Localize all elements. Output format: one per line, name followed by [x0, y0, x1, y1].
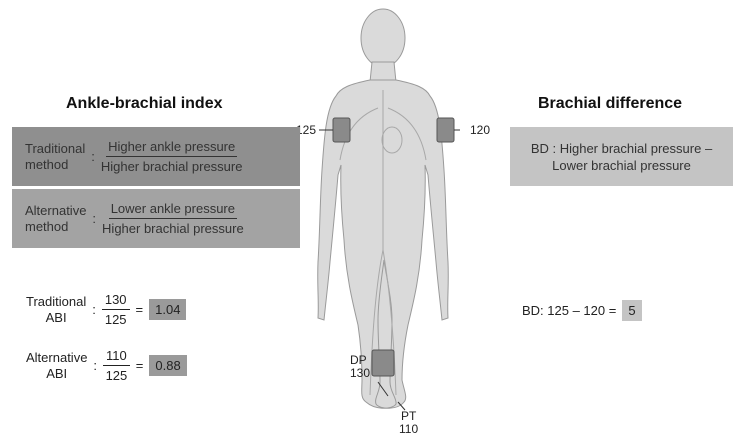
alternative-abi-calc: Alternative ABI : 110 125 = 0.88	[26, 348, 187, 383]
bd-definition: BD : Higher brachial pressure – Lower br…	[531, 140, 712, 174]
bd-result: 5	[622, 300, 641, 321]
traditional-method-label: Traditional method	[25, 141, 85, 173]
denominator: 125	[106, 366, 128, 383]
traditional-abi-result: 1.04	[149, 299, 186, 320]
numerator: 130	[102, 292, 130, 310]
bd-definition-box: BD : Higher brachial pressure – Lower br…	[510, 127, 733, 186]
right-arm-cuff	[437, 118, 454, 142]
alternative-method-label: Alternative method	[25, 203, 86, 235]
colon: :	[91, 149, 95, 164]
pt-value: 110	[399, 423, 418, 436]
dp-value: 130	[350, 367, 370, 380]
numerator: Higher ankle pressure	[106, 139, 237, 157]
colon: :	[92, 302, 96, 317]
denominator: Higher brachial pressure	[102, 219, 244, 236]
numerator: Lower ankle pressure	[109, 201, 237, 219]
left-arm-cuff	[333, 118, 350, 142]
equals-sign: =	[136, 302, 144, 317]
alternative-abi-label: Alternative ABI	[26, 350, 87, 382]
traditional-abi-label: Traditional ABI	[26, 294, 86, 326]
figure-neck	[370, 62, 396, 82]
alternative-abi-fraction: 110 125	[103, 348, 130, 383]
bd-heading: Brachial difference	[538, 95, 682, 113]
alternative-method-box: Alternative method : Lower ankle pressur…	[12, 189, 300, 248]
traditional-method-formula: Higher ankle pressure Higher brachial pr…	[101, 139, 243, 174]
colon: :	[92, 211, 96, 226]
alternative-method-formula: Lower ankle pressure Higher brachial pre…	[102, 201, 244, 236]
bd-calc-text: BD: 125 – 120 =	[522, 303, 616, 318]
ankle-cuff	[372, 350, 394, 376]
human-figure	[300, 0, 460, 437]
numerator: 110	[103, 348, 130, 366]
traditional-abi-fraction: 130 125	[102, 292, 130, 327]
right-arm-pressure: 120	[470, 124, 490, 137]
denominator: Higher brachial pressure	[101, 157, 243, 174]
figure-head	[361, 9, 405, 67]
colon: :	[93, 358, 97, 373]
alternative-abi-result: 0.88	[149, 355, 186, 376]
equals-sign: =	[136, 358, 144, 373]
bd-calc: BD: 125 – 120 = 5	[522, 300, 642, 321]
denominator: 125	[105, 310, 127, 327]
traditional-method-box: Traditional method : Higher ankle pressu…	[12, 127, 300, 186]
abi-heading: Ankle-brachial index	[66, 95, 223, 113]
traditional-abi-calc: Traditional ABI : 130 125 = 1.04	[26, 292, 186, 327]
